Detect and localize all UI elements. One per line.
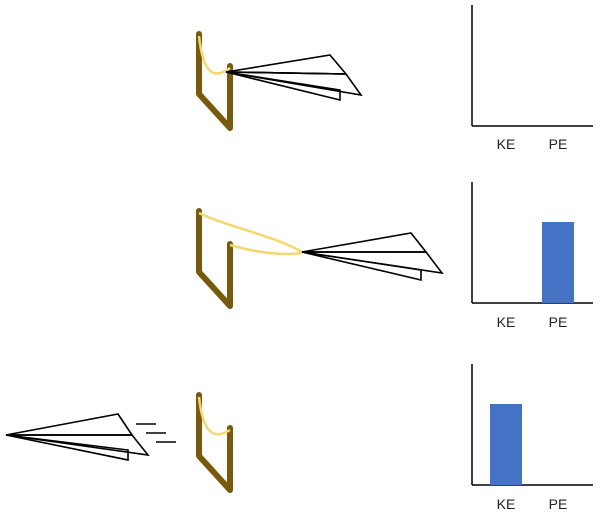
category-label-ke: KE <box>497 314 516 330</box>
energy-chart-2: KE PE <box>471 182 593 330</box>
slingshot <box>196 31 233 131</box>
chart-axes <box>471 182 593 304</box>
rubber-band <box>229 243 303 256</box>
panel-1: KE PE <box>196 5 593 152</box>
slingshot-frame <box>196 208 233 309</box>
slingshot <box>196 208 303 309</box>
bar-pe <box>542 222 574 303</box>
paper-plane <box>301 232 444 282</box>
panel-3: KE PE <box>5 364 593 512</box>
motion-lines <box>136 423 176 443</box>
category-label-ke: KE <box>497 496 516 512</box>
rubber-band <box>197 35 231 75</box>
category-label-pe: PE <box>549 314 568 330</box>
chart-bars <box>490 404 522 485</box>
slingshot-frame <box>196 31 233 131</box>
paper-plane <box>225 54 363 102</box>
energy-chart-3: KE PE <box>471 364 593 512</box>
category-label-pe: PE <box>549 136 568 152</box>
slingshot-frame <box>196 392 233 493</box>
bar-ke <box>490 404 522 485</box>
rubber-band <box>197 396 231 436</box>
energy-chart-1: KE PE <box>471 5 593 152</box>
category-label-ke: KE <box>497 136 516 152</box>
chart-bars <box>542 222 574 303</box>
rubber-band <box>198 211 303 254</box>
paper-plane <box>5 413 150 461</box>
slingshot <box>196 392 233 493</box>
category-label-pe: PE <box>549 496 568 512</box>
chart-axes <box>471 5 593 127</box>
panel-2: KE PE <box>196 182 593 330</box>
